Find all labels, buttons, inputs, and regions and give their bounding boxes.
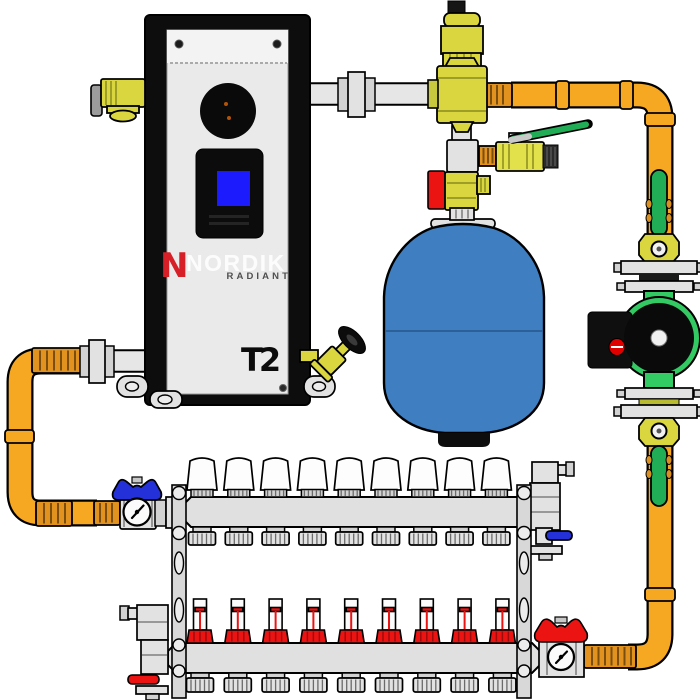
purge-ball-valve (478, 119, 593, 172)
manifold-outlet (482, 526, 511, 546)
pipe-union (337, 71, 376, 118)
sight-glass (200, 83, 256, 139)
pump-isolation-valve-lower (638, 417, 680, 507)
boiler-display (195, 148, 264, 239)
tank-isolation-valve (427, 170, 491, 221)
return-manifold (119, 598, 589, 700)
pipe-couplings (4, 80, 676, 602)
tank-base (438, 433, 490, 447)
flow-meter (375, 598, 403, 644)
mounting-rails (171, 484, 532, 699)
manifold-outlet (261, 672, 290, 693)
vent-cap (447, 0, 466, 15)
brand-logo: N NORDIK RADIANT (160, 246, 291, 286)
manifold-outlet (187, 526, 217, 546)
panel-screw (279, 384, 287, 392)
boiler: N NORDIK RADIANT T2 (90, 14, 366, 409)
brand-tagline: RADIANT (227, 271, 291, 282)
flow-meter (412, 598, 441, 644)
loop-cap (333, 457, 366, 498)
supply-inlet-assembly (111, 476, 186, 530)
end-vent (565, 461, 575, 477)
manifold-outlet (371, 526, 401, 546)
panel-screw (272, 39, 282, 49)
supply-loop-outlets (187, 526, 511, 546)
display-screen (217, 171, 250, 206)
manifold-outlet (298, 526, 327, 546)
return-end-assembly (119, 604, 169, 700)
flow-meter (223, 598, 252, 644)
manifold-outlet (334, 526, 364, 546)
loop-cap (480, 457, 513, 498)
manifold-outlet (488, 672, 517, 693)
red-butterfly-handle (533, 618, 589, 643)
return-valve-assembly (533, 616, 589, 678)
loop-cap (296, 457, 329, 498)
end-block (529, 482, 561, 531)
manifold-outlet (299, 672, 328, 693)
compression-fittings (31, 82, 637, 669)
manifold-outlet (261, 526, 290, 546)
loop-cap (259, 457, 292, 498)
flow-meter (261, 598, 290, 644)
expansion-tank (382, 218, 546, 447)
panel-screw (174, 39, 184, 49)
boiler-drain-valve (309, 326, 366, 383)
tank-body (382, 222, 546, 435)
loop-cap (443, 457, 476, 498)
flow-meter (186, 598, 214, 644)
logo-n-mark: N (160, 246, 188, 286)
flow-meter (450, 598, 479, 644)
tank-valve-body (444, 171, 479, 211)
pipe-union (79, 339, 115, 384)
tee-fitting (446, 139, 479, 173)
return-drain-lever (127, 674, 160, 685)
manifold-outlet (336, 672, 366, 693)
red-lever-handle (427, 170, 446, 210)
circulator-pump-assembly (587, 169, 700, 507)
loop-cap (222, 457, 255, 498)
green-lever-handle (650, 445, 668, 507)
manifold-outlet (408, 526, 438, 546)
flow-meter (488, 598, 517, 644)
t2-badge: T2 (241, 341, 279, 379)
air-separator (427, 0, 488, 133)
loop-cap (406, 457, 439, 498)
loop-cap (370, 457, 402, 498)
manifold-outlet (374, 672, 404, 693)
blue-butterfly-handle (111, 478, 163, 501)
green-lever-handle (650, 169, 668, 237)
pump-flange-lower (613, 387, 700, 419)
manifold-outlet (224, 526, 254, 546)
flow-meter (337, 598, 366, 644)
supply-manifold-bar (182, 496, 534, 528)
supply-drain-lever (545, 530, 573, 541)
manifold-outlet (445, 526, 474, 546)
pump-flange-upper (613, 260, 700, 293)
pressure-relief-valve (90, 78, 146, 123)
supply-manifold (111, 457, 575, 561)
manifold-outlet (185, 672, 215, 693)
mounting-rail-right (516, 484, 532, 699)
brand-wordmark: NORDIK (186, 250, 286, 276)
mounting-rail-left (171, 484, 187, 699)
supply-loop-caps (186, 457, 513, 498)
return-loop-outlets (185, 672, 517, 693)
manifold-outlet (412, 672, 442, 693)
manifold-outlet (450, 672, 479, 693)
separator-body (436, 65, 488, 124)
gray-piping (79, 71, 487, 384)
flow-meter (299, 598, 328, 644)
return-manifold-bar (167, 642, 541, 674)
flow-meters (186, 598, 517, 644)
green-lever-handle (508, 119, 593, 144)
loop-cap (186, 457, 218, 498)
supply-end-assembly (527, 461, 575, 561)
manifold-outlet (223, 672, 253, 693)
